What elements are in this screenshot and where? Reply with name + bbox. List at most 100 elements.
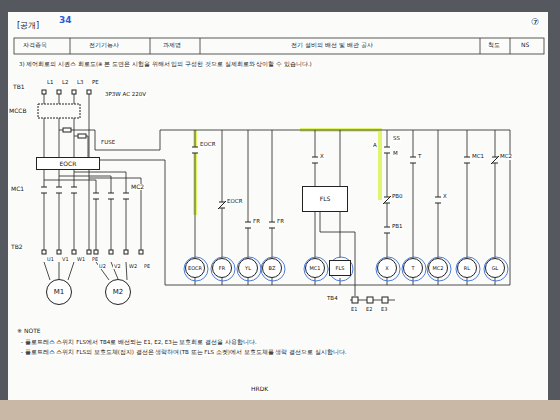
terminal: [352, 297, 358, 303]
terminal: [72, 90, 76, 94]
terminal: [139, 250, 143, 254]
wire: [59, 262, 60, 279]
contact-symbol: [464, 157, 470, 163]
coil-circle: GL: [485, 258, 505, 278]
printed-label: TB2: [10, 244, 24, 250]
wire: [272, 278, 273, 285]
handwritten-circle: [402, 257, 426, 281]
wire: [495, 278, 496, 285]
printed-label: ⑦: [530, 18, 540, 27]
wire: [59, 176, 111, 250]
printed-label: E1: [350, 307, 358, 312]
wire: [74, 172, 126, 250]
contact-symbol: [410, 157, 416, 163]
device-box: FLS: [329, 260, 351, 276]
printed-label: - 플로트레스 스위치 FLS의 보호도체(접지) 결선은 생략하며(TB 또는…: [20, 350, 348, 356]
wire: [320, 212, 355, 296]
coil-circle: EOCR: [185, 258, 205, 278]
printed-label: [공개]: [16, 22, 40, 30]
handwritten-circle: [376, 257, 400, 281]
terminal: [109, 250, 113, 254]
node-label: T: [411, 266, 414, 271]
printed-label: TB1: [12, 84, 26, 90]
handwritten-marks: [184, 257, 508, 281]
printed-label: MC2: [130, 184, 145, 190]
handwritten-circle: [261, 257, 285, 281]
printed-label: M: [392, 151, 399, 157]
contact-symbol: [192, 147, 198, 153]
printed-label: U1: [46, 257, 55, 262]
coil-circle: BZ: [262, 258, 282, 278]
wire: [438, 278, 439, 285]
node-label: FR: [219, 266, 225, 271]
paper-sheet: [8, 12, 548, 400]
node-label: M1: [54, 289, 65, 296]
wire: [467, 130, 468, 258]
terminal: [72, 250, 76, 254]
contact-symbol: [93, 193, 99, 199]
contact-symbols: [38, 90, 499, 303]
wire: [248, 278, 249, 285]
printed-label: EOCR: [226, 199, 243, 205]
contact-symbol: [123, 193, 129, 199]
fuse-symbol: [78, 134, 86, 138]
printed-label: W1: [76, 257, 86, 262]
wire: [413, 278, 414, 285]
terminal: [57, 250, 61, 254]
wire: [96, 262, 109, 280]
printed-label: U2: [98, 264, 107, 269]
coil-circle: T: [403, 258, 423, 278]
terminal: [57, 90, 61, 94]
wire: [195, 278, 196, 285]
printed-label: PE: [91, 257, 99, 262]
handwritten-circle: [184, 257, 208, 281]
printed-label: 34: [58, 16, 73, 25]
node-label: EOCR: [60, 161, 77, 167]
node-label: RL: [464, 266, 470, 271]
wire: [248, 130, 249, 258]
handwritten-circle: [427, 257, 451, 281]
printed-label: EOCR: [199, 142, 216, 148]
printed-label: 전기 설비의 배선 및 배관 공사: [290, 42, 374, 48]
printed-label: TB4: [326, 296, 339, 302]
wire: [387, 278, 388, 285]
printed-label: MC1: [471, 154, 485, 160]
coil-circle: M1: [46, 279, 72, 305]
contact-symbol: [108, 193, 114, 199]
node-label: YL: [245, 266, 251, 271]
terminal: [87, 90, 91, 94]
node-label: EOCR: [188, 266, 202, 271]
printed-label: 3) 제어회로의 시퀀스 회로도(※ 본 도면은 시험을 위해서 임의 구성한 …: [18, 62, 313, 68]
contact-symbol: [71, 187, 77, 193]
node-label: X: [385, 266, 388, 271]
node-label: BZ: [269, 266, 276, 271]
coil-circle: RL: [457, 258, 477, 278]
node-label: MC2: [433, 266, 444, 271]
printed-label: L2: [61, 80, 70, 86]
contact-symbol: [384, 147, 390, 153]
coil-circle: FR: [212, 258, 232, 278]
printed-label: PE: [91, 80, 100, 86]
printed-label: E2: [365, 307, 373, 312]
coil-circle: X: [377, 258, 397, 278]
printed-label: ※ NOTE: [16, 328, 42, 334]
contact-symbol: [312, 157, 318, 163]
printed-label: HRDK: [250, 386, 269, 392]
wire-lines: [44, 92, 510, 300]
terminal: [367, 297, 373, 303]
terminal: [42, 250, 46, 254]
wire: [340, 278, 341, 285]
contact-symbol: [41, 187, 47, 193]
printed-label: 3P3W AC 220V: [104, 92, 147, 98]
coil-circle: YL: [238, 258, 258, 278]
wire: [222, 130, 223, 258]
coil-circle: MC1: [305, 258, 325, 278]
wire: [44, 180, 96, 250]
handwritten-circle: [329, 257, 353, 281]
wire: [44, 262, 50, 280]
printed-label: E3: [380, 307, 388, 312]
contact-symbol: [269, 222, 275, 228]
coil-circle: M2: [105, 279, 131, 305]
contact-symbol: [218, 201, 226, 209]
printed-label: MC1: [10, 186, 25, 192]
